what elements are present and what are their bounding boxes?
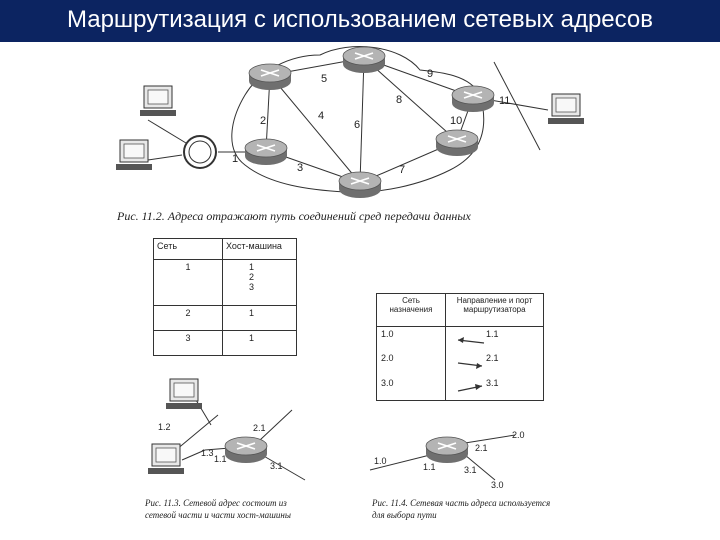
network-cell: 3: [153, 330, 223, 356]
figure-11-4-caption: Рис. 11.4. Сетевая часть адреса использу…: [372, 498, 551, 520]
table-row: 1 1 2 3: [153, 259, 297, 306]
address-label: 2.0: [512, 430, 525, 440]
port-cell: 1.1: [445, 326, 544, 352]
table-row: 1.0 1.1: [376, 326, 544, 352]
table-header-row: Сеть Хост-машина: [153, 238, 297, 260]
destination-cell: 3.0: [376, 375, 446, 401]
link-label: 6: [354, 119, 360, 131]
router-icon: [244, 138, 288, 166]
figure-11-2: 1 2 3 4 5 6 7 8 9 10 11: [115, 46, 585, 199]
figure-11-3: 1.2 1.3 1.1 2.1 3.1: [147, 378, 306, 481]
routing-table: Сеть назначения Направление и порт маршр…: [376, 293, 544, 401]
slide-title: Маршрутизация с использованием сетевых а…: [66, 6, 654, 33]
router-icon: [451, 85, 495, 113]
link-label: 8: [396, 94, 402, 106]
router-icon: [248, 63, 292, 91]
address-label: 1.0: [374, 456, 387, 466]
table-row: 2 1: [153, 305, 297, 331]
hub-ring: [183, 135, 217, 169]
router-icon: [338, 171, 382, 199]
address-label: 3.0: [491, 480, 504, 490]
column-header: Направление и порт маршрутизатора: [445, 293, 544, 327]
computer-icon: [147, 443, 185, 475]
table-row: 3 1: [153, 330, 297, 356]
host-cell: 1: [222, 330, 297, 356]
link-label: 7: [399, 164, 405, 176]
table-header-row: Сеть назначения Направление и порт маршр…: [376, 293, 544, 327]
figure-11-4: 1.0 1.1 2.1 2.0 3.1 3.0: [369, 430, 525, 490]
column-header: Сеть назначения: [376, 293, 446, 327]
router-icon: [342, 46, 386, 74]
address-label: 3.1: [270, 461, 283, 471]
link-label: 3: [297, 162, 303, 174]
port-cell: 2.1: [445, 351, 544, 376]
table-row: 2.0 2.1: [376, 351, 544, 376]
router-icon: [425, 436, 469, 464]
router-icon: [435, 129, 479, 157]
figure-11-2-caption: Рис. 11.2. Адреса отражают путь соединен…: [117, 209, 471, 223]
computer-icon: [165, 378, 203, 410]
link-label: 4: [318, 110, 324, 122]
network-cell: 1: [153, 259, 223, 306]
address-label: 1.1: [423, 462, 436, 472]
table-row: 3.0 3.1: [376, 375, 544, 401]
address-label: 2.1: [475, 443, 488, 453]
link-label: 11: [499, 95, 510, 107]
computer-icon: [115, 139, 153, 171]
address-label: 3.1: [464, 465, 477, 475]
figure-11-3-caption: Рис. 11.3. Сетевой адрес состоит из сете…: [145, 498, 291, 520]
address-label: 1.1: [214, 454, 227, 464]
address-label: 1.3: [201, 448, 214, 458]
link-label: 2: [260, 115, 266, 127]
link-label: 1: [232, 153, 238, 165]
address-label: 2.1: [253, 423, 266, 433]
column-header: Хост-машина: [222, 238, 297, 260]
link-label: 10: [450, 115, 462, 127]
column-header: Сеть: [153, 238, 223, 260]
computer-icon: [547, 93, 585, 125]
title-bar: Маршрутизация с использованием сетевых а…: [0, 0, 720, 42]
destination-cell: 2.0: [376, 351, 446, 376]
port-cell: 3.1: [445, 375, 544, 401]
host-cell: 1: [222, 305, 297, 331]
address-label: 1.2: [158, 422, 171, 432]
network-cell: 2: [153, 305, 223, 331]
router-icon: [224, 436, 268, 464]
network-host-table: Сеть Хост-машина 1 1 2 3 2 1 3 1: [153, 238, 297, 356]
link-label: 5: [321, 73, 327, 85]
computer-icon: [139, 85, 177, 117]
destination-cell: 1.0: [376, 326, 446, 352]
link-label: 9: [427, 68, 433, 80]
host-cell: 1 2 3: [222, 259, 297, 306]
